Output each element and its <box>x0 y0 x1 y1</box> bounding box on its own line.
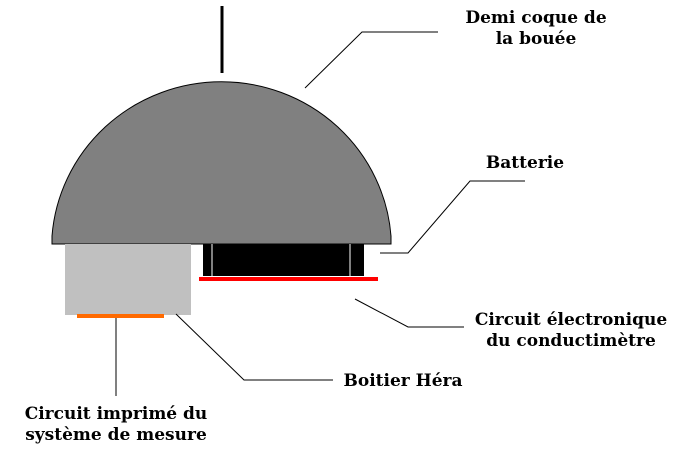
label-battery-line-1: Batterie <box>485 153 565 173</box>
half-shell <box>51 81 392 245</box>
leader-line-hera <box>175 313 333 381</box>
label-conductimeter: Circuit électronique du conductimètre <box>464 310 678 352</box>
leader-line-battery <box>380 180 525 254</box>
label-shell-line-2: la bouée <box>495 29 577 49</box>
label-conductimeter-line-2: du conductimètre <box>486 331 656 351</box>
hera-box <box>65 244 191 315</box>
leader-line-conductimeter <box>354 298 464 328</box>
label-hera-line-1: Boitier Héra <box>343 371 463 391</box>
label-measure-line-2: système de mesure <box>25 425 207 445</box>
conductimeter-board <box>199 277 378 281</box>
measure-board <box>77 314 164 318</box>
label-shell: Demi coque de la bouée <box>444 8 628 50</box>
label-measure-line-1: Circuit imprimé du <box>24 404 208 424</box>
label-measure-circuit: Circuit imprimé du système de mesure <box>8 404 224 446</box>
label-conductimeter-line-1: Circuit électronique <box>474 310 668 330</box>
battery <box>203 244 364 276</box>
label-battery: Batterie <box>470 153 580 174</box>
label-shell-line-1: Demi coque de <box>465 8 607 28</box>
leader-line-shell <box>304 31 438 89</box>
label-hera: Boitier Héra <box>335 371 471 392</box>
